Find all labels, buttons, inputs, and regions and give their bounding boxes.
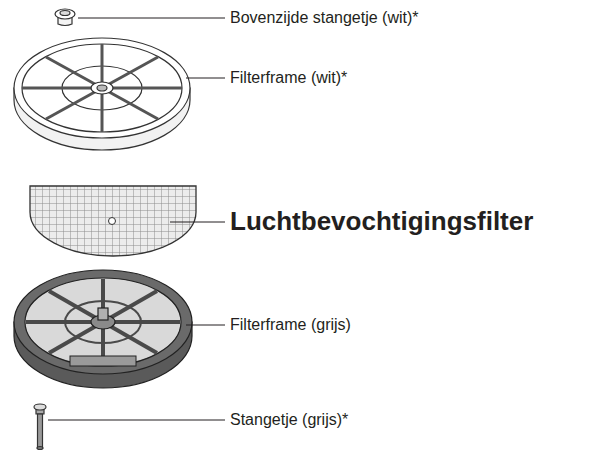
top-rod xyxy=(55,9,75,26)
grey-rod xyxy=(34,404,46,450)
white-filter-frame xyxy=(14,38,190,150)
leader-line xyxy=(78,18,225,19)
grey-filter-frame xyxy=(14,270,192,388)
leader-line xyxy=(186,325,225,326)
part-label: Bovenzijde stangetje (wit)* xyxy=(228,9,421,27)
part-label: Stangetje (grijs)* xyxy=(228,411,350,429)
part-label: Luchtbevochtigingsfilter xyxy=(228,207,535,237)
part-label: Filterframe (grijs) xyxy=(228,316,353,334)
leader-line xyxy=(186,78,225,79)
part-label: Filterframe (wit)* xyxy=(228,69,349,87)
leader-line xyxy=(48,420,225,421)
humidifier-filter xyxy=(30,186,196,266)
leader-line xyxy=(170,222,225,223)
